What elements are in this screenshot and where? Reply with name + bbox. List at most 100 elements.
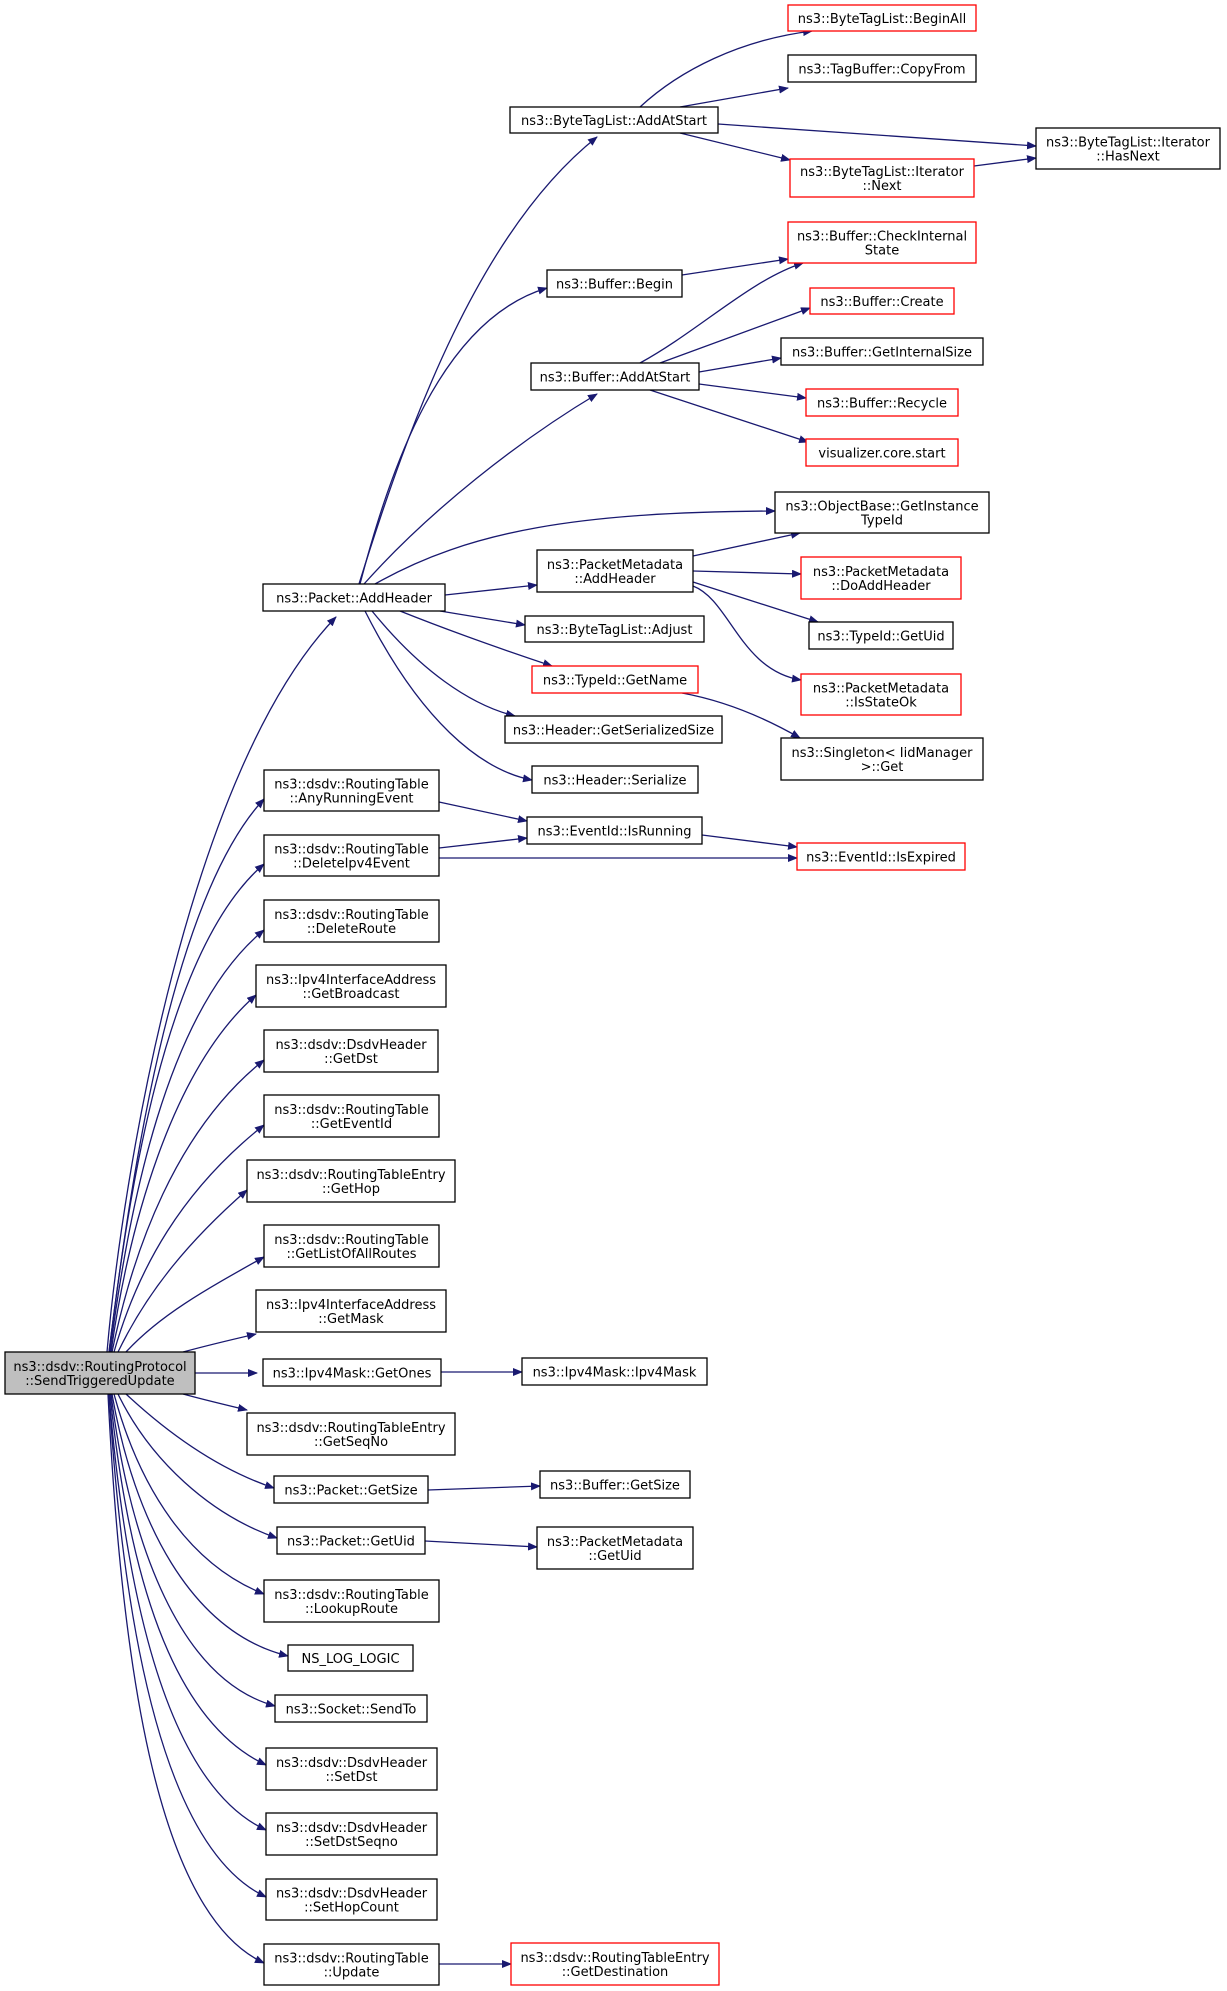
node-box <box>805 438 959 467</box>
node-rte-getdestination[interactable]: ns3::dsdv::RoutingTableEntry::GetDestina… <box>510 1942 720 1986</box>
node-box <box>509 106 719 134</box>
edge-btl-addatstart-to-btl-iterator-next <box>679 132 791 162</box>
node-getbroadcast[interactable]: ns3::Ipv4InterfaceAddress::GetBroadcast <box>255 964 447 1008</box>
node-box <box>510 1942 720 1986</box>
node-btl-beginall[interactable]: ns3::ByteTagList::BeginAll <box>787 4 977 32</box>
node-label-line: ns3::dsdv::RoutingTableEntry <box>520 1951 709 1966</box>
node-label-line: ::SetDstSeqno <box>305 1835 398 1850</box>
node-label-line: ns3::EventId::IsExpired <box>806 851 956 866</box>
edge-buffer-addatstart-to-visualizer-core-start <box>649 389 809 443</box>
node-box <box>780 337 984 366</box>
node-label-line: ns3::Packet::GetSize <box>284 1484 417 1499</box>
node-box <box>263 1579 440 1623</box>
node-box <box>276 1526 426 1555</box>
node-anyrunningevent[interactable]: ns3::dsdv::RoutingTable::AnyRunningEvent <box>263 769 440 812</box>
node-buffer-begin[interactable]: ns3::Buffer::Begin <box>546 269 683 298</box>
node-label-line: ::GetHop <box>322 1182 380 1197</box>
node-buffer-recycle[interactable]: ns3::Buffer::Recycle <box>805 388 959 417</box>
node-box <box>255 964 447 1008</box>
node-packet-addheader[interactable]: ns3::Packet::AddHeader <box>262 583 446 612</box>
node-getseqno[interactable]: ns3::dsdv::RoutingTableEntry::GetSeqNo <box>246 1412 456 1456</box>
edge-packet-addheader-to-header-getserializedsize <box>371 610 516 718</box>
node-btl-iterator-hasnext[interactable]: ns3::ByteTagList::Iterator::HasNext <box>1035 127 1221 170</box>
node-label-line: ns3::Buffer::CheckInternal <box>797 230 967 245</box>
node-label-line: ns3::TagBuffer::CopyFrom <box>798 63 965 78</box>
call-edges <box>106 28 1037 1968</box>
node-typeid-getname[interactable]: ns3::TypeId::GetName <box>531 665 699 694</box>
node-label-line: ns3::Buffer::Create <box>820 295 943 310</box>
node-eventid-isexpired[interactable]: ns3::EventId::IsExpired <box>796 842 966 871</box>
node-singleton-get[interactable]: ns3::Singleton< IidManager >::Get <box>780 737 984 781</box>
node-lookuproute[interactable]: ns3::dsdv::RoutingTable::LookupRoute <box>263 1579 440 1623</box>
edge-root-to-packet-getsize <box>125 1393 275 1489</box>
node-buffer-getinternalsize[interactable]: ns3::Buffer::GetInternalSize <box>780 337 984 366</box>
node-label-line: ns3::Ipv4InterfaceAddress <box>266 973 436 988</box>
node-pm-isstateok[interactable]: ns3::PacketMetadata::IsStateOk <box>800 673 962 716</box>
node-buffer-create[interactable]: ns3::Buffer::Create <box>809 287 955 315</box>
node-btl-adjust[interactable]: ns3::ByteTagList::Adjust <box>524 615 705 643</box>
node-box <box>265 1747 438 1791</box>
node-rt-update[interactable]: ns3::dsdv::RoutingTable::Update <box>263 1943 440 1986</box>
node-geteventid[interactable]: ns3::dsdv::RoutingTable::GetEventId <box>263 1094 440 1138</box>
edge-packet-addheader-to-typeid-getname <box>399 610 553 667</box>
node-label-line: ns3::dsdv::RoutingTable <box>274 1588 429 1603</box>
node-label-line: ns3::dsdv::RoutingProtocol <box>13 1360 186 1375</box>
node-getones[interactable]: ns3::Ipv4Mask::GetOnes <box>262 1358 442 1387</box>
node-visualizer-core-start[interactable]: visualizer.core.start <box>805 438 959 467</box>
node-ipv4mask-ctor[interactable]: ns3::Ipv4Mask::Ipv4Mask <box>521 1357 708 1386</box>
node-header-getserializedsize[interactable]: ns3::Header::GetSerializedSize <box>504 715 723 744</box>
node-packet-getsize[interactable]: ns3::Packet::GetSize <box>273 1475 429 1504</box>
node-box <box>774 491 990 534</box>
edge-root-to-rt-update <box>107 1393 265 1964</box>
node-label-line: ns3::dsdv::RoutingTable <box>274 1952 429 1967</box>
edge-packet-addheader-to-btl-adjust <box>439 610 526 628</box>
node-box <box>246 1159 456 1203</box>
node-ns-log-logic[interactable]: NS_LOG_LOGIC <box>287 1644 414 1672</box>
node-gethop[interactable]: ns3::dsdv::RoutingTableEntry::GetHop <box>246 1159 456 1203</box>
node-deleteroute[interactable]: ns3::dsdv::RoutingTable::DeleteRoute <box>263 899 440 943</box>
node-label-line: ns3::Header::Serialize <box>543 774 686 789</box>
node-pm-doaddheader[interactable]: ns3::PacketMetadata::DoAddHeader <box>800 556 962 600</box>
node-label-line: ns3::Ipv4InterfaceAddress <box>266 1298 436 1313</box>
node-buffer-getsize[interactable]: ns3::Buffer::GetSize <box>539 1470 691 1499</box>
node-pm-addheader[interactable]: ns3::PacketMetadata::AddHeader <box>536 549 694 593</box>
node-box <box>265 1812 438 1856</box>
node-setdst[interactable]: ns3::dsdv::DsdvHeader::SetDst <box>265 1747 438 1791</box>
node-socket-sendto[interactable]: ns3::Socket::SendTo <box>274 1694 428 1723</box>
node-box <box>263 899 440 943</box>
node-label-line: >::Get <box>861 760 904 775</box>
node-deleteipv4event[interactable]: ns3::dsdv::RoutingTable::DeleteIpv4Event <box>263 834 440 877</box>
node-eventid-isrunning[interactable]: ns3::EventId::IsRunning <box>526 816 703 845</box>
node-box <box>263 1224 440 1268</box>
node-box <box>255 1289 447 1333</box>
edge-buffer-addatstart-to-buffer-create <box>659 307 811 364</box>
node-tagbuffer-copyfrom[interactable]: ns3::TagBuffer::CopyFrom <box>787 54 977 83</box>
node-label-line: ns3::PacketMetadata <box>547 558 683 573</box>
node-label-line: ns3::dsdv::RoutingTable <box>274 1233 429 1248</box>
node-box <box>808 621 954 650</box>
node-getmask[interactable]: ns3::Ipv4InterfaceAddress::GetMask <box>255 1289 447 1333</box>
node-box <box>273 1475 429 1504</box>
edge-btl-addatstart-to-btl-beginall <box>639 28 813 108</box>
node-pm-getuid[interactable]: ns3::PacketMetadata::GetUid <box>536 1526 694 1570</box>
node-label-line: ns3::Packet::AddHeader <box>276 592 432 607</box>
edge-pm-addheader-to-typeid-getuid <box>692 581 819 624</box>
node-typeid-getuid[interactable]: ns3::TypeId::GetUid <box>808 621 954 650</box>
node-btl-iterator-next[interactable]: ns3::ByteTagList::Iterator::Next <box>789 158 975 198</box>
node-sethopcount[interactable]: ns3::dsdv::DsdvHeader::SetHopCount <box>265 1878 438 1921</box>
node-header-serialize[interactable]: ns3::Header::Serialize <box>531 765 699 794</box>
edge-packet-addheader-to-header-serialize <box>364 610 533 783</box>
node-box <box>287 1644 414 1672</box>
node-packet-getuid[interactable]: ns3::Packet::GetUid <box>276 1526 426 1555</box>
node-buffer-addatstart[interactable]: ns3::Buffer::AddAtStart <box>530 362 700 391</box>
node-getdst[interactable]: ns3::dsdv::DsdvHeader::GetDst <box>263 1029 439 1073</box>
call-nodes: ns3::dsdv::RoutingProtocol::SendTriggere… <box>4 4 1221 1986</box>
node-setdstseqno[interactable]: ns3::dsdv::DsdvHeader::SetDstSeqno <box>265 1812 438 1856</box>
node-box <box>263 1029 439 1073</box>
node-label-line: ::AddHeader <box>574 572 656 587</box>
edge-packet-addheader-to-btl-addatstart <box>358 136 598 585</box>
node-getlistofallroutes[interactable]: ns3::dsdv::RoutingTable::GetListOfAllRou… <box>263 1224 440 1268</box>
node-btl-addatstart[interactable]: ns3::ByteTagList::AddAtStart <box>509 106 719 134</box>
